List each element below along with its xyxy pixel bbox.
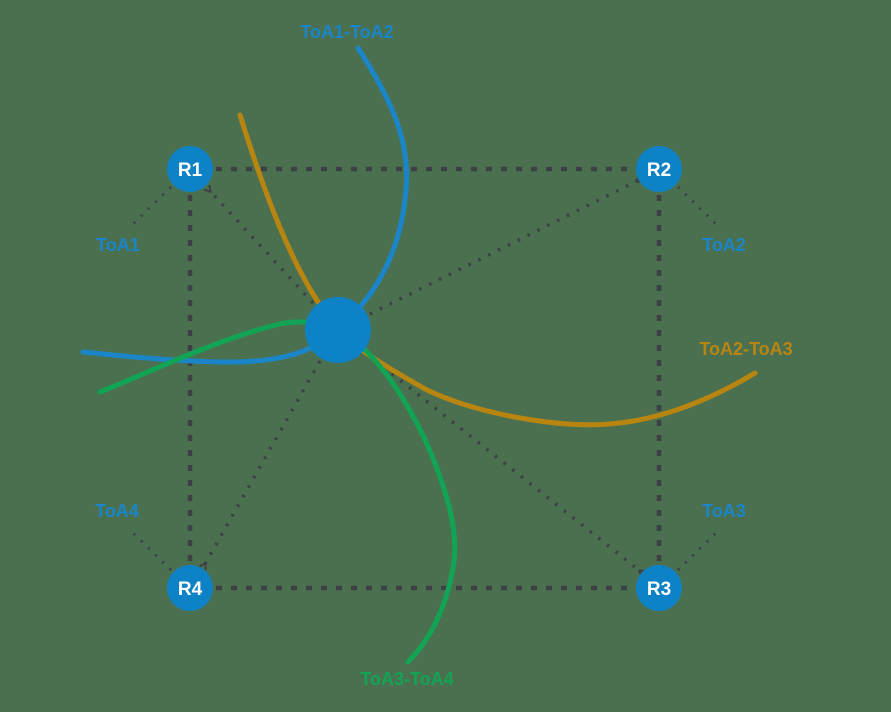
node-r3-label: R3 <box>647 579 671 600</box>
label-toa2-toa3: ToA2-ToA3 <box>699 339 792 359</box>
node-r1 <box>167 146 213 192</box>
curve-labels: ToA1-ToA2 ToA2-ToA3 ToA3-ToA4 <box>300 22 792 689</box>
anchor-labels: ToA1 ToA2 ToA3 ToA4 <box>95 235 746 521</box>
node-r1-label: R1 <box>178 160 203 181</box>
label-toa1: ToA1 <box>96 235 140 255</box>
label-toa3-toa4: ToA3-ToA4 <box>360 669 453 689</box>
node-r2 <box>636 146 682 192</box>
curve-toa2-toa3 <box>237 112 758 428</box>
router-node-labels: R1 R2 R3 R4 <box>178 160 671 600</box>
label-toa4: ToA4 <box>95 501 139 521</box>
central-hub-node <box>305 297 371 363</box>
router-nodes <box>167 146 682 611</box>
node-r2-label: R2 <box>647 160 671 181</box>
node-r3 <box>636 565 682 611</box>
label-toa1-toa2: ToA1-ToA2 <box>300 22 393 42</box>
label-toa2: ToA2 <box>702 235 746 255</box>
label-toa3: ToA3 <box>702 501 746 521</box>
curve-toa3-toa4 <box>97 319 458 665</box>
node-r4-label: R4 <box>178 579 203 600</box>
node-r4 <box>167 565 213 611</box>
router-square-edges <box>187 166 662 591</box>
